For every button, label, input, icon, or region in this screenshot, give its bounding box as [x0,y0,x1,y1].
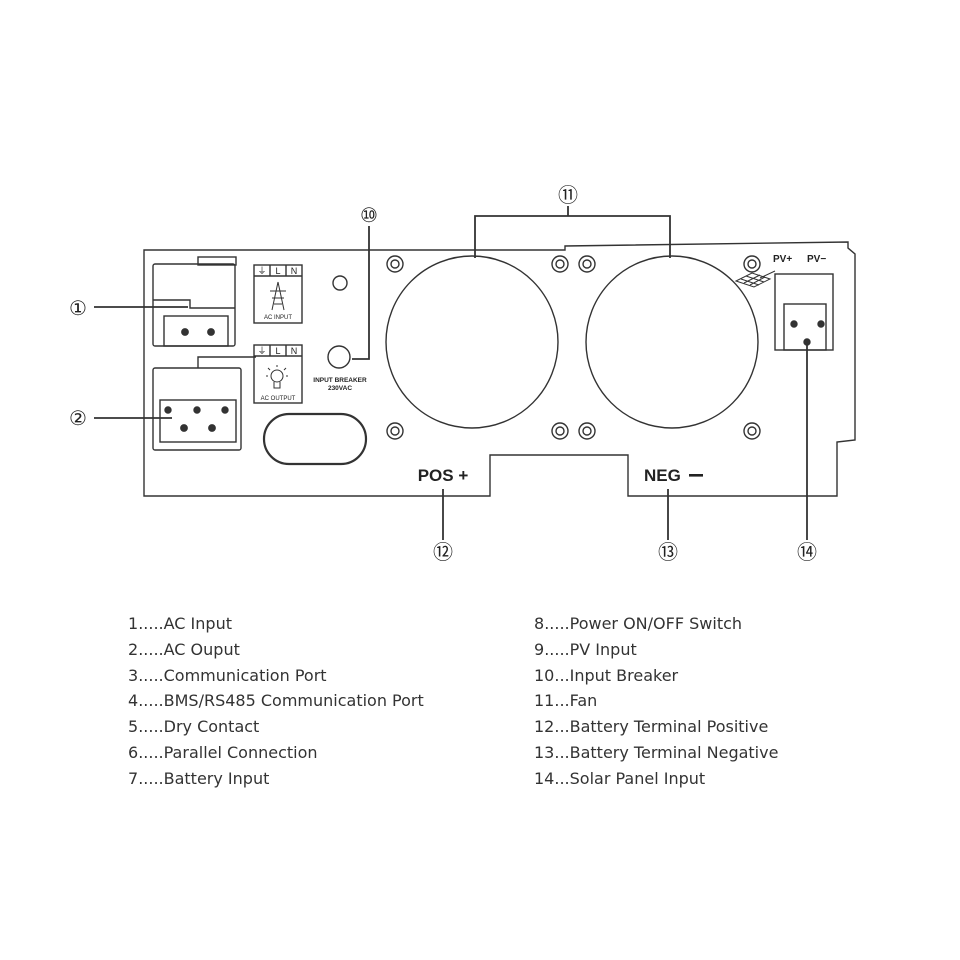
legend-item-4: 4.....BMS/RS485 Communication Port [128,691,424,711]
ac-input-symbol: ⏚ [257,266,266,276]
legend-item-6: 6.....Parallel Connection [128,742,318,762]
legend-item-1: 1.....AC Input [128,614,232,633]
legend-item-2: 2.....AC Ouput [128,639,240,659]
legend-item-14: 14...Solar Panel Input [534,768,706,788]
ac-input-n: N [291,266,298,276]
lightbulb-icon [266,365,288,389]
callout-13: ⑬ [658,540,678,564]
callout-10: ⑩ [360,203,378,227]
fan-screws [386,255,761,440]
legend-left: 1.....AC Input 2.....AC Ouput 3.....Comm… [128,611,424,792]
pv-plus-label: PV+ [773,254,792,265]
legend-item-8: 8.....Power ON/OFF Switch [534,614,743,633]
ac-input-label: AC INPUT [264,315,292,321]
pv-minus-label: PV− [807,254,826,265]
callout-14: ⑭ [797,540,817,564]
pv-input-block [774,273,834,351]
legend-item-5: 5.....Dry Contact [128,717,260,737]
mounting-hole [332,275,348,291]
ac-output-l: L [275,346,280,356]
battery-cable-slot [262,412,368,466]
ac-output-label-panel [253,344,303,404]
ac-input-block [152,256,237,347]
neg-minus-bar [689,474,703,477]
fan-right [585,255,759,429]
breaker-label-line2: 230VAC [328,385,352,392]
callout-1: ① [69,296,87,320]
solar-panel-icon [734,270,776,288]
pos-label: POS + [418,466,469,485]
legend-item-10: 10...Input Breaker [534,665,679,685]
legend-item-3: 3.....Communication Port [128,665,327,685]
panel-outline [143,241,856,497]
leader-lines [94,206,808,540]
ac-output-label: AC OUTPUT [261,396,296,402]
callout-2: ② [69,406,87,430]
fan-left [385,255,559,429]
legend-item-11: 11...Fan [534,691,598,711]
pylon-icon [270,281,286,311]
breaker-label-line1: INPUT BREAKER [313,377,367,384]
ac-output-symbol: ⏚ [257,346,266,356]
legend-item-9: 9.....PV Input [534,639,637,659]
ac-output-n: N [291,346,298,356]
legend-item-12: 12...Battery Terminal Positive [534,717,769,737]
legend-item-7: 7.....Battery Input [128,768,270,788]
callout-12: ⑫ [433,540,453,564]
ac-input-label-panel [253,264,303,324]
ac-output-block [152,356,256,451]
inverter-panel-diagram: ⏚ L N AC INPUT ⏚ L N AC OUTPUT INPUT BRE… [69,183,856,564]
legend-right: 8.....Power ON/OFF Switch 9.....PV Input… [534,611,778,792]
neg-label: NEG [644,466,681,485]
callout-11: ⑪ [558,183,578,207]
legend-item-13: 13...Battery Terminal Negative [534,742,779,762]
ac-input-l: L [275,266,280,276]
input-breaker-knob [327,345,351,369]
